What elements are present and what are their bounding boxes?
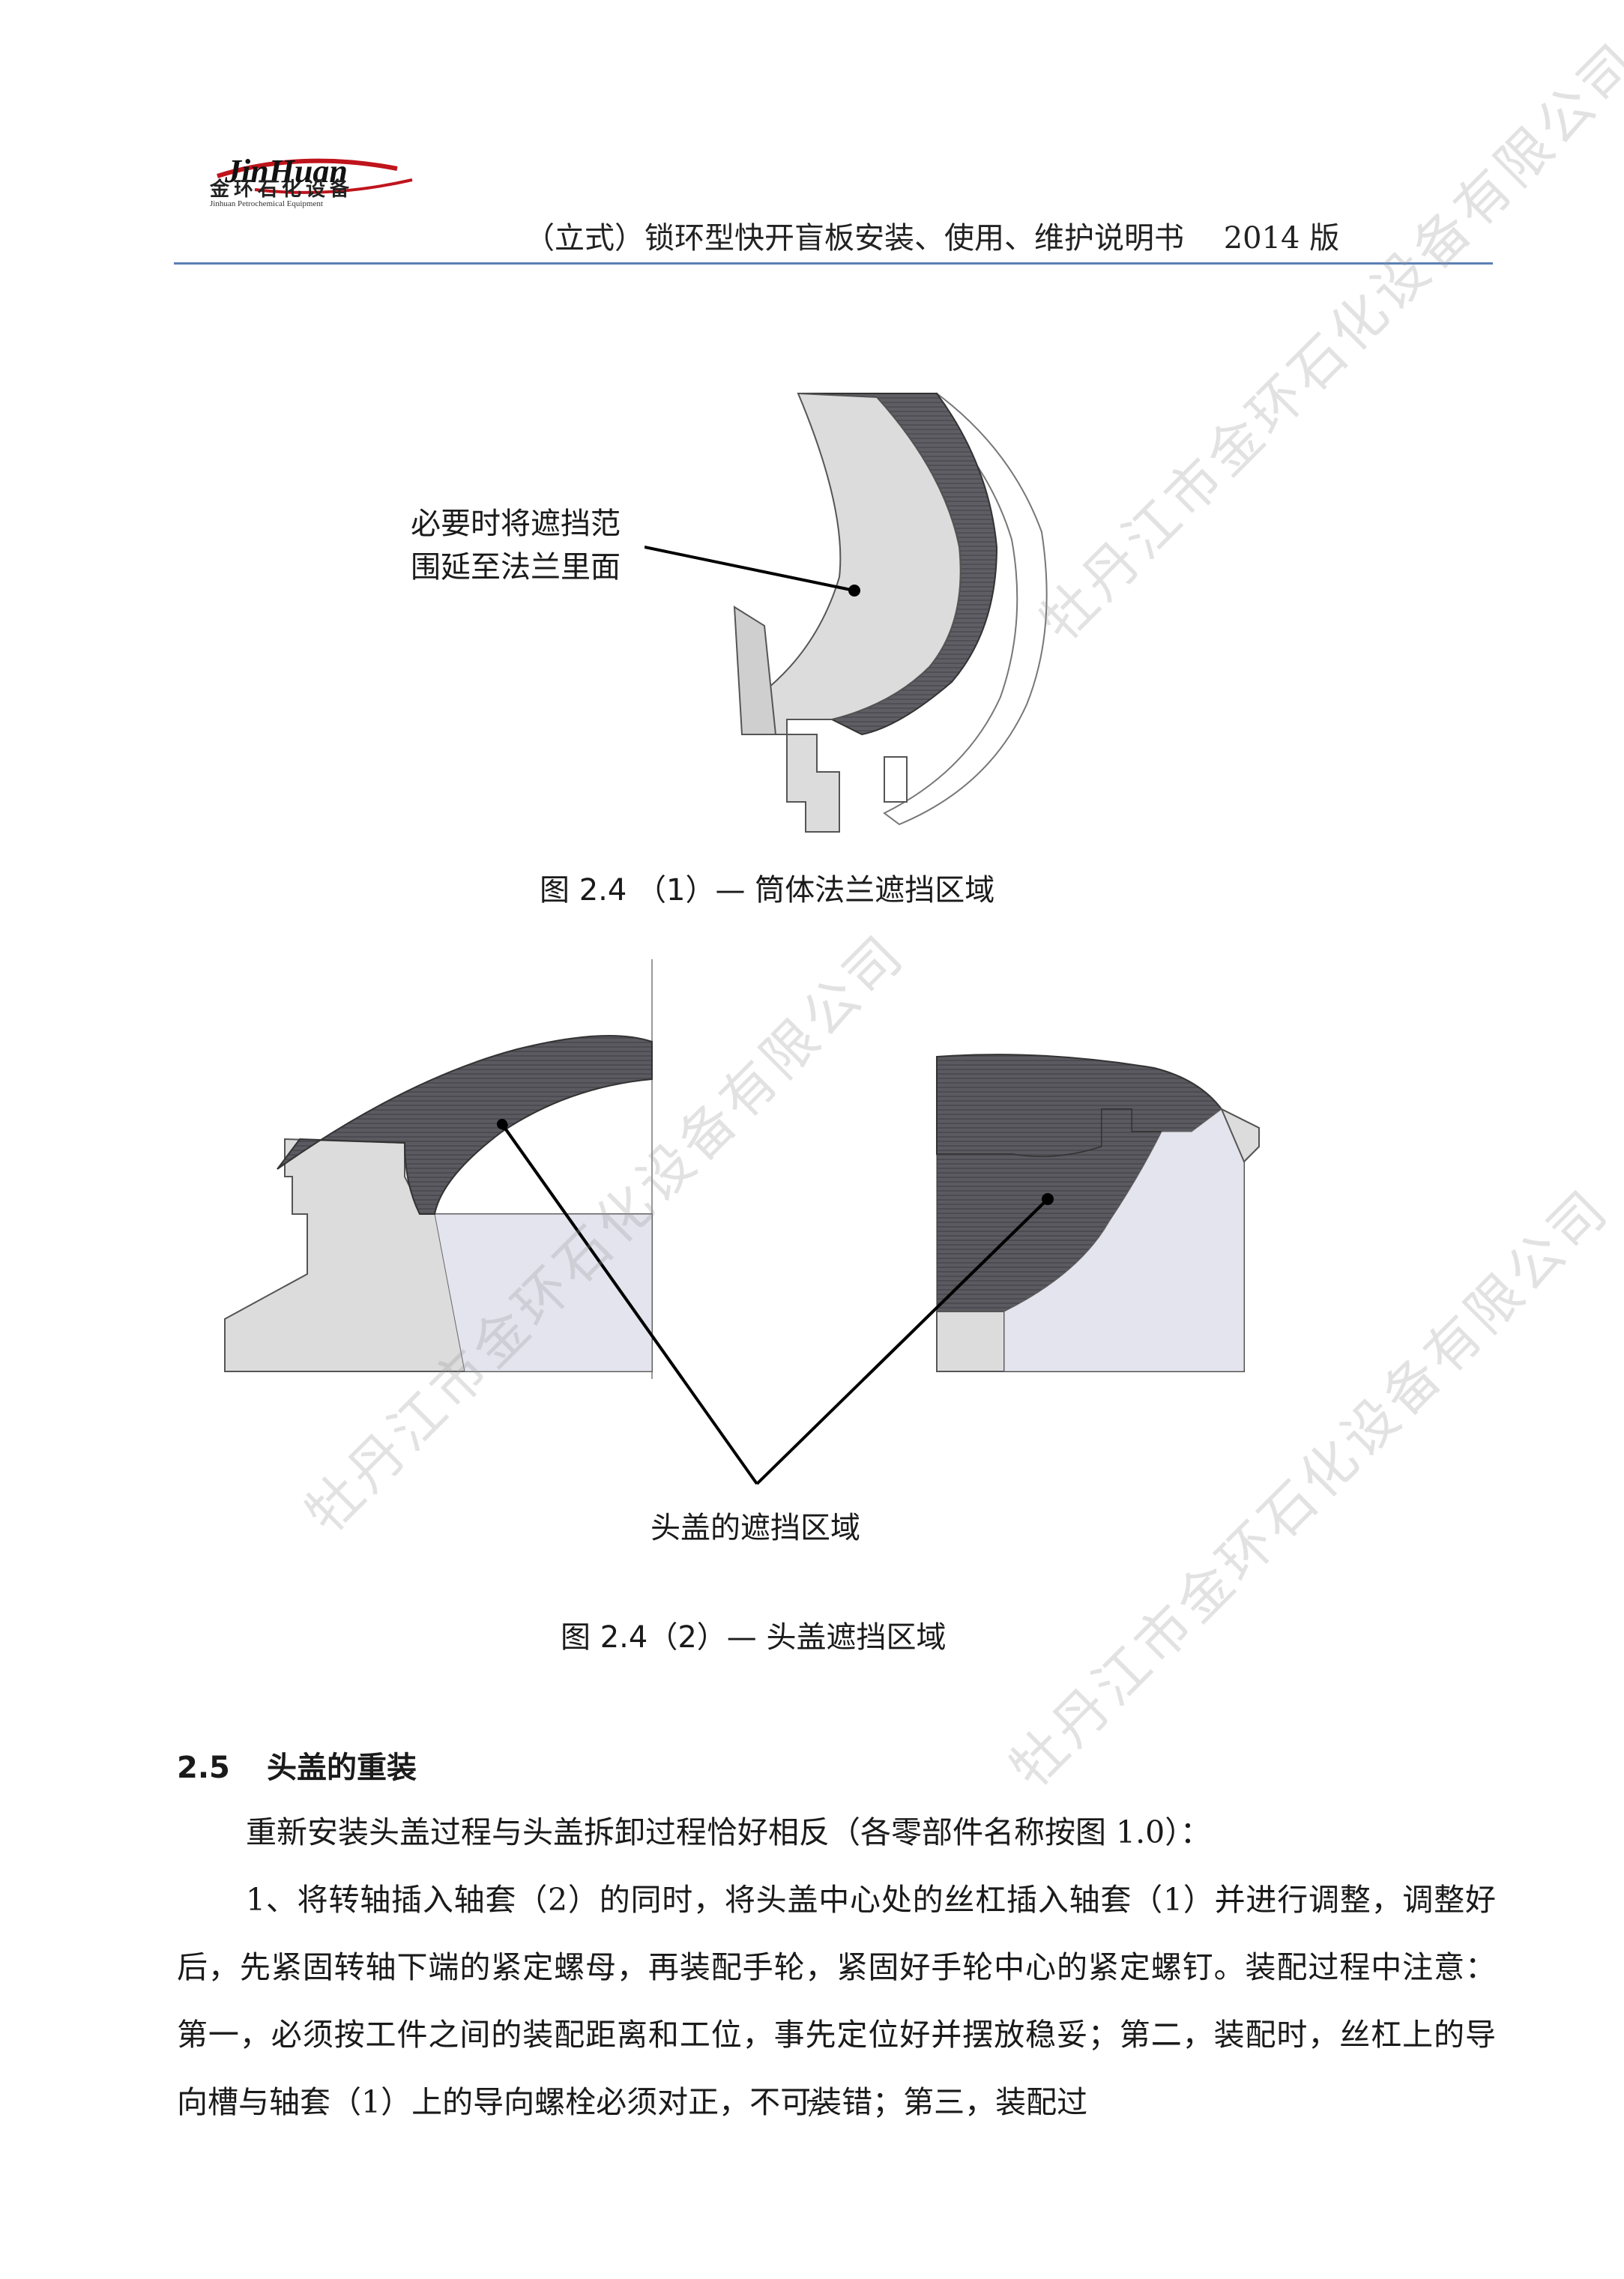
jinhuan-logo: JinHuan bbox=[217, 153, 413, 194]
paragraph-intro: 重新安装头盖过程与头盖拆卸过程恰好相反（各零部件名称按图 1.0）： bbox=[246, 1814, 1211, 1850]
figure2-leader-lines bbox=[502, 1124, 1054, 1485]
logo-chinese-name: 金环石化设备 bbox=[210, 178, 354, 201]
section-title: 头盖的重装 bbox=[267, 1751, 417, 1785]
watermark-upper: 牡丹江市金环石化设备有限公司 bbox=[1028, 29, 1624, 653]
figure1-caption: 图 2.4 （1）— 筒体法兰遮挡区域 bbox=[540, 873, 995, 908]
document-header-title: （立式）锁环型快开盲板安装、使用、维护说明书 2014 版 bbox=[525, 221, 1340, 256]
header-divider bbox=[174, 262, 1493, 265]
figure1-callout-line2: 围延至法兰里面 bbox=[411, 550, 621, 585]
section-number: 2.5 bbox=[177, 1751, 230, 1785]
figure1-callout-line1: 必要时将遮挡范 bbox=[411, 507, 621, 541]
figure2-caption: 图 2.4（2）— 头盖遮挡区域 bbox=[561, 1620, 947, 1655]
figure1-leader-line bbox=[645, 546, 860, 597]
section-heading: 2.5 头盖的重装 bbox=[177, 1743, 417, 1787]
page-number: 7 bbox=[806, 2095, 818, 2122]
figure-head-cover-shield-area bbox=[224, 959, 1260, 1379]
paragraph-step-1: 1、将转轴插入轴套（2）的同时，将头盖中心处的丝杠插入轴套（1）并进行调整，调整… bbox=[177, 1882, 1496, 2120]
body-text: 重新安装头盖过程与头盖拆卸过程恰好相反（各零部件名称按图 1.0）： 1、将转轴… bbox=[177, 1799, 1496, 2136]
figure2-callout: 头盖的遮挡区域 bbox=[650, 1511, 860, 1545]
figure-shell-flange-shield-area bbox=[733, 392, 1048, 833]
logo-english-name: Jinhuan Petrochemical Equipment bbox=[210, 199, 323, 208]
svg-text:JinHuan: JinHuan bbox=[224, 153, 348, 190]
